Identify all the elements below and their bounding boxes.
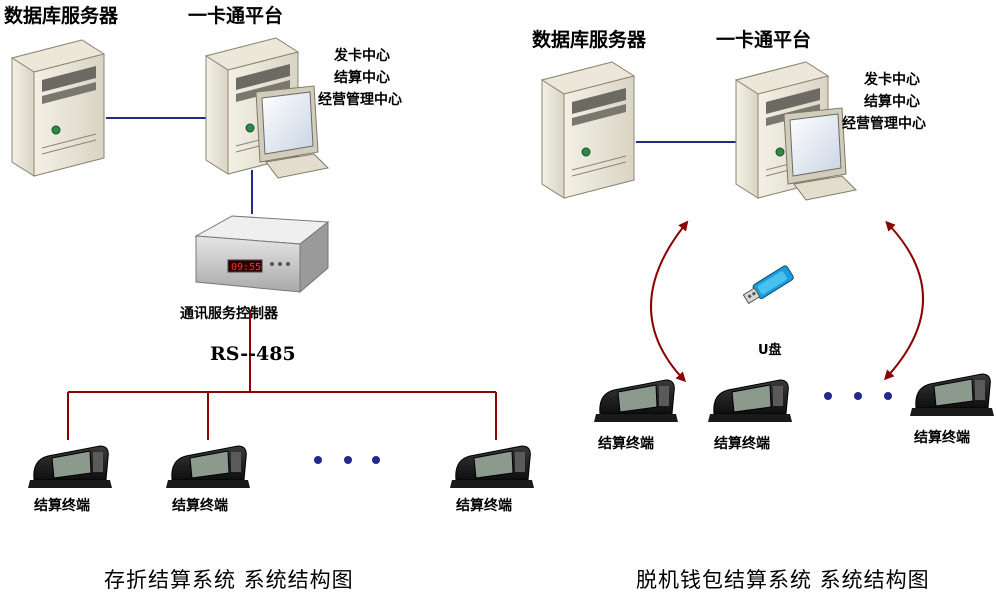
card-terminal-icon — [449, 445, 535, 489]
right-caption: 脱机钱包结算系统 系统结构图 — [636, 568, 930, 592]
right-db-server-label: 数据库服务器 — [532, 29, 647, 51]
left-center-2: 结算中心 — [334, 70, 390, 86]
usb-drive-icon — [742, 265, 794, 305]
right-terminal-label-2: 结算终端 — [714, 436, 770, 452]
card-terminal-icon — [165, 445, 251, 489]
server-tower-icon — [11, 39, 105, 177]
controller-display: 09:55 — [231, 262, 261, 273]
left-sync-arrow — [650, 220, 689, 383]
left-db-server-label: 数据库服务器 — [4, 5, 119, 27]
right-center-2: 结算中心 — [864, 94, 920, 110]
controller-box-icon: 09:55 — [194, 215, 330, 294]
ellipsis-dots — [824, 392, 892, 400]
left-center-3: 经营管理中心 — [318, 92, 402, 108]
right-terminal-label-1: 结算终端 — [598, 436, 654, 452]
right-terminal-label-3: 结算终端 — [914, 430, 970, 446]
left-diagram: 09:55 — [11, 37, 535, 489]
right-platform-label: 一卡通平台 — [716, 29, 812, 51]
left-terminal-label-2: 结算终端 — [172, 498, 228, 514]
left-center-1: 发卡中心 — [334, 48, 390, 64]
left-platform-label: 一卡通平台 — [188, 5, 284, 27]
usb-label: U盘 — [758, 343, 782, 358]
left-terminal-label-1: 结算终端 — [34, 498, 90, 514]
right-center-3: 经营管理中心 — [842, 116, 926, 132]
left-caption: 存折结算系统 系统结构图 — [104, 568, 354, 592]
right-sync-arrow — [883, 220, 924, 381]
left-terminal-label-3: 结算终端 — [456, 498, 512, 514]
card-terminal-icon — [707, 379, 793, 423]
controller-label: 通讯服务控制器 — [180, 306, 278, 322]
right-center-1: 发卡中心 — [864, 72, 920, 88]
right-diagram — [541, 61, 995, 423]
ellipsis-dots — [314, 456, 380, 464]
card-terminal-icon — [27, 445, 113, 489]
card-terminal-icon — [909, 373, 995, 417]
card-terminal-icon — [593, 379, 679, 423]
server-tower-icon — [541, 61, 635, 199]
rs485-label: RS--485 — [210, 343, 296, 365]
